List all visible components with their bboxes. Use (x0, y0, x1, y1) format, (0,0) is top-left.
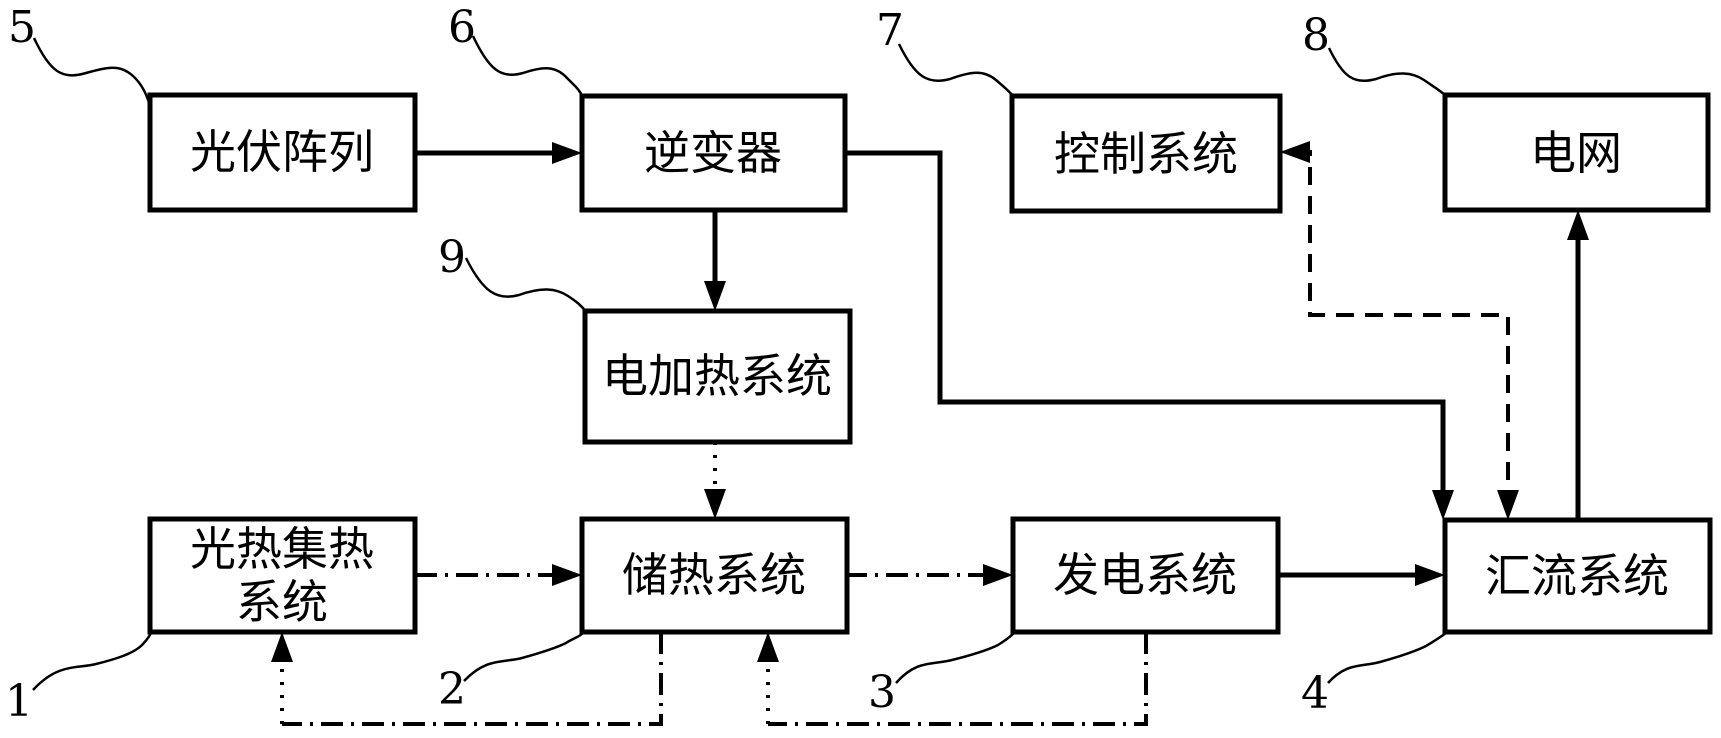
leader-6 (471, 35, 585, 99)
arrow-into-control-right (1280, 141, 1310, 163)
arrow-into-collector-bottom (271, 632, 293, 662)
arrow-into-bus-top-dashed (1497, 490, 1519, 520)
arrow-into-bus-left (1415, 564, 1445, 586)
ref-label-1: 1 (5, 676, 33, 727)
leader-2 (463, 632, 584, 682)
ref-label-6: 6 (448, 2, 476, 53)
ref-label-9: 9 (438, 232, 466, 283)
leader-3 (895, 632, 1015, 684)
block-bus (1442, 517, 1713, 635)
leader-4 (1327, 631, 1447, 684)
block-inverter (579, 93, 848, 213)
block-inverter-label: 逆变器 (644, 126, 782, 180)
block-storage (579, 516, 850, 635)
leader-9 (464, 257, 588, 313)
block-pv-label: 光伏阵列 (190, 125, 374, 179)
ref-label-7: 7 (876, 5, 904, 56)
conn-storage-collector-return (282, 632, 663, 726)
arrow-into-heater-top (704, 281, 726, 311)
arrow-into-inverter-left (552, 142, 582, 164)
arrow-into-storage-top (704, 489, 726, 519)
block-grid-label: 电网 (1530, 126, 1622, 180)
ref-label-2: 2 (438, 664, 466, 715)
conn-inverter-bus (845, 150, 1446, 505)
leader-5 (32, 37, 153, 111)
block-generator-label: 发电系统 (1053, 548, 1237, 602)
block-generator (1010, 516, 1281, 635)
block-collector (147, 516, 418, 635)
arrow-into-bus-top-solid (1432, 490, 1454, 520)
leader-7 (897, 43, 1014, 97)
block-electric-heater-label: 电加热系统 (602, 349, 832, 403)
arrow-into-storage-left (552, 564, 582, 586)
conn-generator-storage-return (768, 632, 1148, 726)
block-electric-heater (582, 308, 853, 445)
leader-1 (32, 632, 153, 691)
block-storage-label: 储热系统 (622, 548, 806, 602)
ref-label-3: 3 (868, 667, 896, 718)
block-control (1009, 93, 1283, 214)
arrow-into-grid-bottom (1567, 210, 1589, 240)
block-bus-label: 汇流系统 (1485, 549, 1669, 603)
arrow-into-storage-bottom (757, 632, 779, 662)
block-control-label: 控制系统 (1054, 127, 1238, 181)
ref-label-4: 4 (1301, 668, 1329, 719)
block-collector-label-line2: 系统 (236, 575, 328, 629)
ref-label-8: 8 (1302, 10, 1330, 61)
block-collector-label-line1: 光热集热 (190, 522, 374, 576)
ref-label-5: 5 (8, 2, 36, 53)
leader-8 (1327, 47, 1447, 97)
block-pv (147, 92, 418, 213)
block-grid (1442, 92, 1711, 213)
arrow-into-generator-left (983, 564, 1013, 586)
